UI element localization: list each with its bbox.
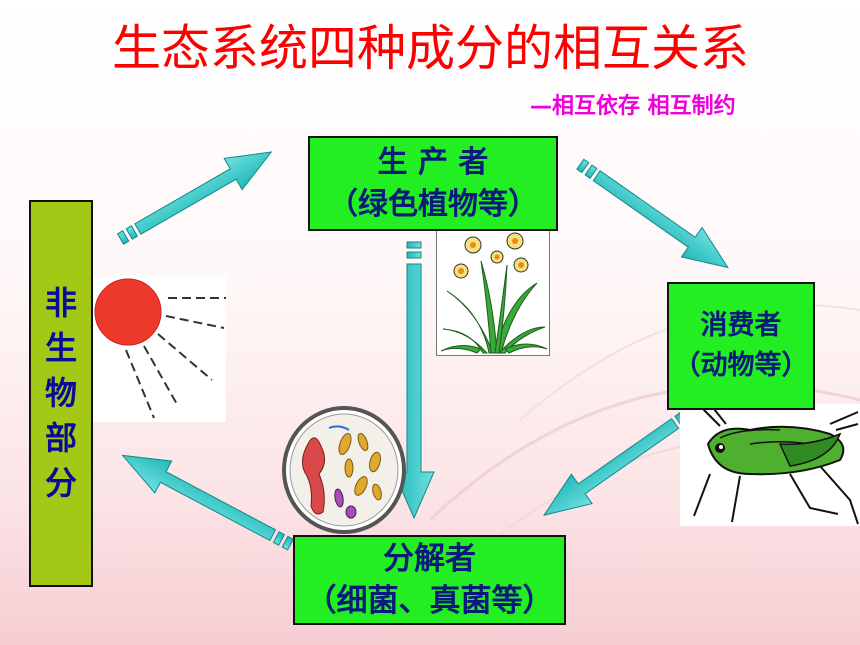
decomposer-box: 分解者 （细菌、真菌等） bbox=[293, 535, 566, 625]
microbe-cell-icon bbox=[282, 406, 406, 534]
page-title: 生态系统四种成分的相互关系 bbox=[112, 20, 750, 77]
grasshopper-picture bbox=[680, 404, 860, 526]
abiotic-char: 分 bbox=[44, 464, 77, 502]
decomposer-examples: （细菌、真菌等） bbox=[305, 583, 554, 619]
page-subtitle: —相互依存 相互制约 bbox=[530, 94, 736, 119]
daffodil-icon bbox=[440, 232, 548, 354]
abiotic-char: 物 bbox=[44, 374, 77, 412]
sun-picture bbox=[92, 276, 226, 422]
producer-examples: （绿色植物等） bbox=[328, 186, 538, 222]
producer-label: 生 产 者 bbox=[377, 144, 489, 180]
consumer-label: 消费者 bbox=[700, 310, 782, 341]
microbe-picture bbox=[279, 402, 409, 536]
producer-box: 生 产 者 （绿色植物等） bbox=[308, 136, 558, 231]
abiotic-box: 非 生 物 部 分 bbox=[29, 200, 93, 587]
daffodil-picture bbox=[436, 230, 550, 356]
decomposer-label: 分解者 bbox=[383, 541, 476, 577]
grasshopper-icon bbox=[693, 404, 859, 525]
consumer-box: 消费者 （动物等） bbox=[667, 282, 815, 410]
arrow-producer-to-decomposer bbox=[393, 241, 435, 520]
arrow-abiotic-to-producer bbox=[116, 151, 273, 245]
abiotic-char: 部 bbox=[44, 419, 77, 457]
arrow-decomposer-to-abiotic bbox=[121, 454, 294, 551]
abiotic-char: 生 bbox=[44, 329, 77, 367]
arrow-consumer-to-decomposer bbox=[542, 406, 696, 517]
abiotic-char: 非 bbox=[44, 284, 77, 322]
sun-icon bbox=[94, 278, 226, 419]
consumer-examples: （动物等） bbox=[673, 350, 809, 381]
arrow-producer-to-consumer bbox=[576, 158, 729, 269]
